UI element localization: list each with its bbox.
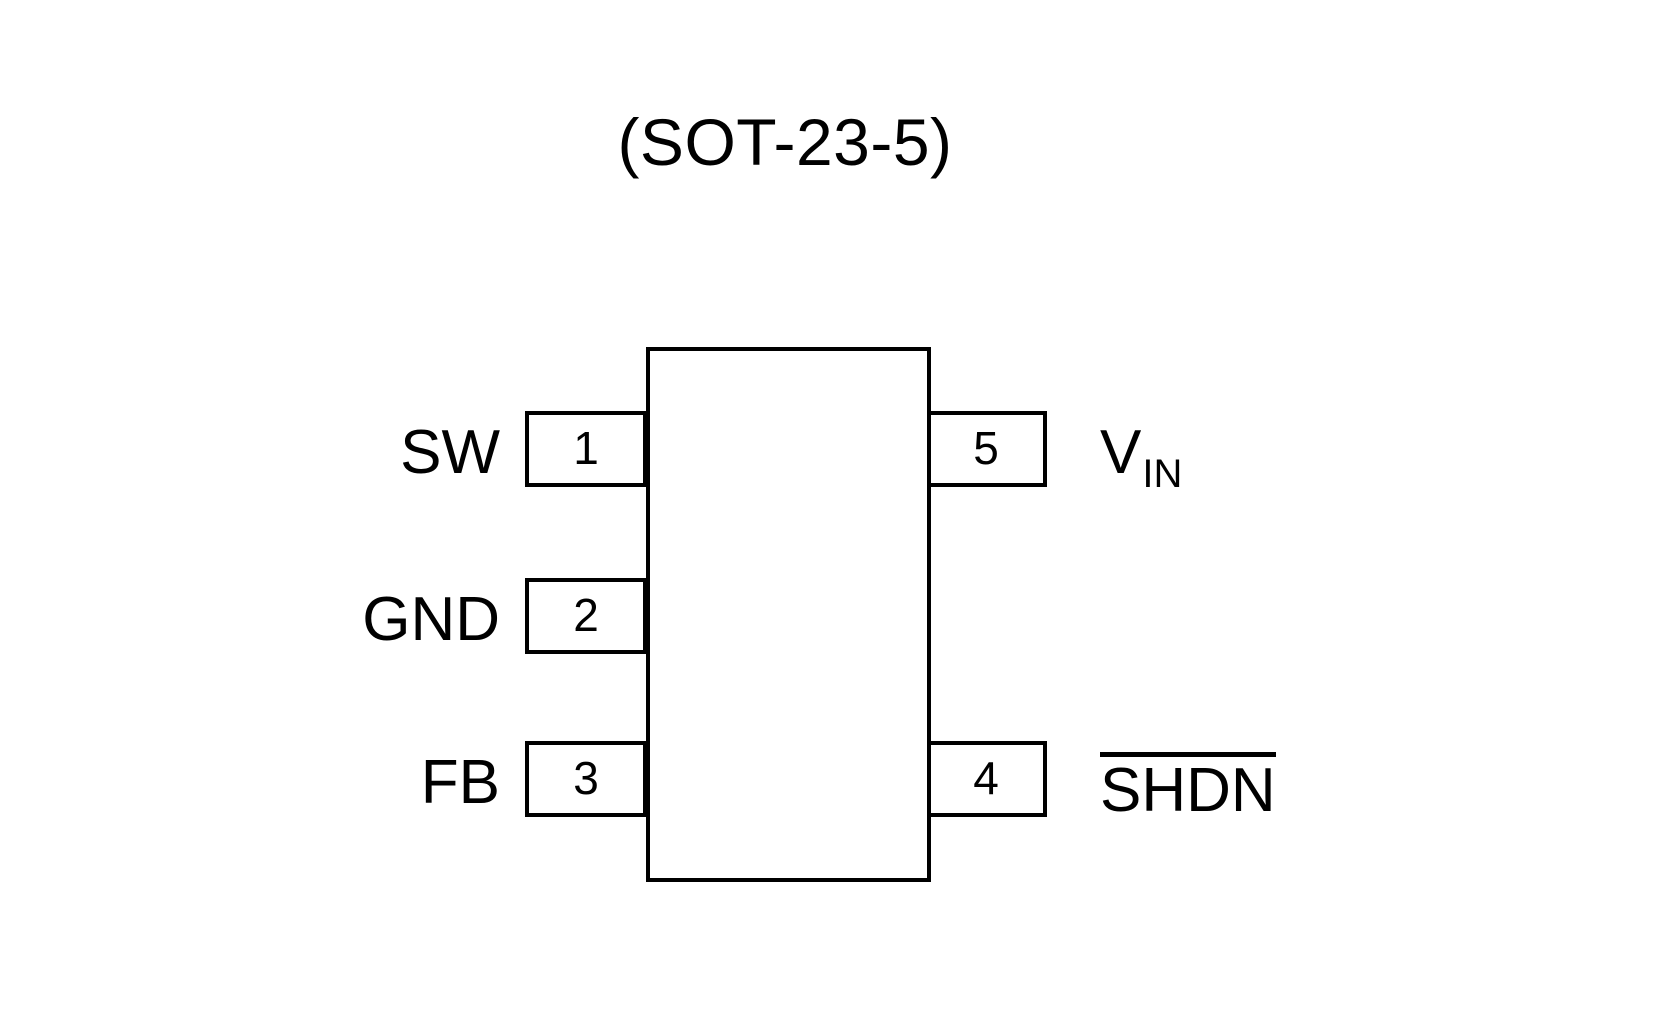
pin-pad-2: 2 <box>525 578 647 654</box>
pin-number-3: 3 <box>573 752 599 804</box>
pin-label-vin: VIN <box>1100 422 1182 495</box>
pin-number-1: 1 <box>573 422 599 474</box>
pin-pad-4: 4 <box>925 741 1047 817</box>
pin-label-vin-subscript: IN <box>1142 452 1183 496</box>
pin-number-2: 2 <box>573 589 599 641</box>
pin-number-4: 4 <box>973 752 999 804</box>
pin-label-shdn: SHDN <box>1100 752 1276 822</box>
page-title: (SOT-23-5) <box>617 105 953 179</box>
pin-label-fb: FB <box>420 748 500 817</box>
pin-label-shdn-text: SHDN <box>1100 752 1276 822</box>
pin-number-5: 5 <box>973 422 999 474</box>
pin-pad-1: 1 <box>525 411 647 487</box>
package-body-outline <box>646 347 931 882</box>
pin-label-vin-base: V <box>1100 418 1142 487</box>
pin-pad-3: 3 <box>525 741 647 817</box>
pin-label-gnd: GND <box>362 585 500 654</box>
pin-label-sw: SW <box>400 418 500 487</box>
pin-pad-5: 5 <box>925 411 1047 487</box>
